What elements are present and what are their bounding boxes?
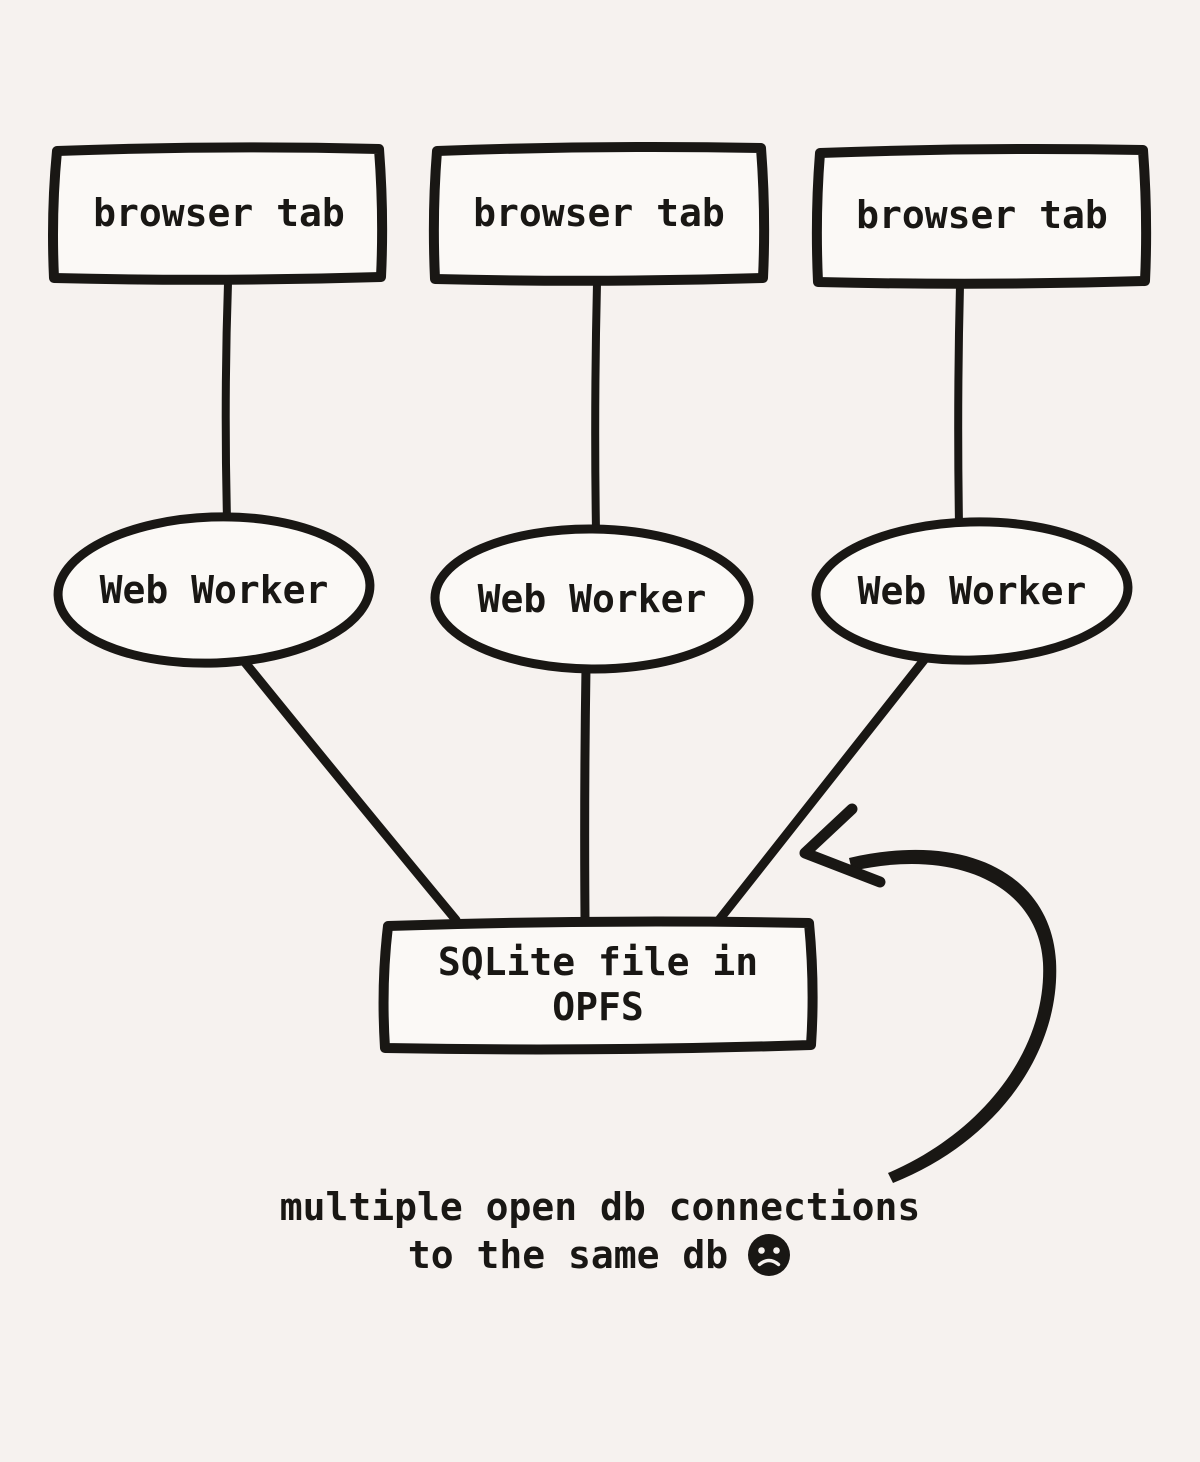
web-worker-ellipse-2 [430, 524, 754, 674]
curved-arrow [849, 849, 1057, 1183]
browser-tab-box-1 [48, 142, 388, 285]
frowning-face-icon [748, 1234, 791, 1276]
caption-line-2: to the same db [0, 1232, 1200, 1278]
connector-worker3-sqlite [714, 650, 933, 925]
browser-tab-box-2 [428, 142, 770, 286]
web-worker-ellipse-1 [53, 512, 375, 668]
caption: multiple open db connections to the same… [0, 1184, 1200, 1278]
connector-worker2-sqlite [580, 662, 591, 923]
caption-line-1: multiple open db connections [279, 1185, 921, 1229]
web-worker-ellipse-3 [811, 517, 1133, 665]
curved-arrow-head [799, 803, 886, 888]
browser-tab-box-3 [811, 144, 1152, 289]
connector-tab3-worker3 [954, 281, 964, 528]
sqlite-box [378, 916, 818, 1055]
connector-tab1-worker1 [221, 279, 232, 523]
connector-worker1-sqlite [238, 655, 461, 925]
caption-line-2-text: to the same db [407, 1233, 729, 1277]
connector-tab2-worker2 [591, 279, 601, 535]
